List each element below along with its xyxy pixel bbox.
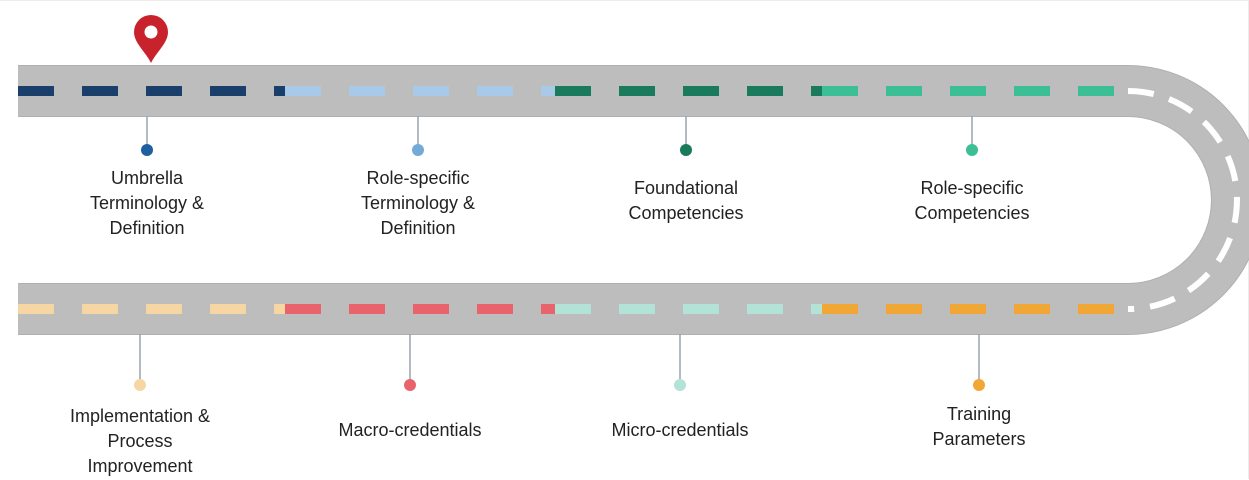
top-lane-dash-2	[683, 86, 719, 96]
bottom-lane-dash-3	[1078, 304, 1114, 314]
bottom-lane-dash-0	[210, 304, 246, 314]
stage-label-foundational-competencies: Foundational Competencies	[628, 178, 744, 223]
road	[18, 65, 1249, 335]
bottom-stage-dot-2	[674, 379, 686, 391]
stage-connectors	[134, 116, 985, 391]
bottom-stage-dot-1	[404, 379, 416, 391]
top-stage-dot-0	[141, 144, 153, 156]
bottom-lane-dash-3	[886, 304, 922, 314]
stage-label-implementation-process-improvement: Implementation & Process Improvement	[69, 406, 211, 476]
stage-label-role-specific-terminology: Role-specific Terminology & Definition	[360, 168, 476, 238]
top-lane-dash-3	[886, 86, 922, 96]
top-stage-dot-3	[966, 144, 978, 156]
curve-lane-marking	[1127, 88, 1240, 312]
bottom-lane-dash-0	[18, 304, 54, 314]
top-lane-dash-2	[619, 86, 655, 96]
bottom-lane-dash-1	[413, 304, 449, 314]
bottom-lane-dash-3	[1014, 304, 1050, 314]
top-stage-dot-1	[412, 144, 424, 156]
top-lane-dash-2	[555, 86, 591, 96]
location-pin-body	[134, 15, 168, 63]
bottom-lane-dash-3	[950, 304, 986, 314]
top-lane-dash-0	[18, 86, 54, 96]
bottom-lane-dash-2	[555, 304, 591, 314]
top-lane-dash-3	[822, 86, 858, 96]
bottom-lane-dash-2	[683, 304, 719, 314]
stage-label-micro-credentials: Micro-credentials	[611, 420, 749, 440]
bottom-lane-dash-1	[285, 304, 321, 314]
bottom-stage-dot-0	[134, 379, 146, 391]
location-pin-hole	[144, 25, 158, 39]
stage-label-role-specific-competencies: Role-specific Competencies	[914, 178, 1030, 223]
top-lane-dash-1	[349, 86, 385, 96]
bottom-lane-dash-0	[146, 304, 182, 314]
bottom-lane-dash-0	[274, 304, 285, 314]
top-lane-dash-1	[285, 86, 321, 96]
bottom-lane-dash-1	[541, 304, 555, 314]
top-lane-dash-3	[1078, 86, 1114, 96]
bottom-lane-dash-2	[747, 304, 783, 314]
top-lane-dash-2	[811, 86, 822, 96]
top-stage-dot-2	[680, 144, 692, 156]
top-lane-dash-1	[477, 86, 513, 96]
lane-markings	[18, 86, 1114, 314]
bottom-lane-dash-3	[822, 304, 858, 314]
stage-label-training-parameters: Training Parameters	[932, 404, 1026, 449]
top-lane-dash-0	[146, 86, 182, 96]
bottom-stage-dot-3	[973, 379, 985, 391]
location-pin-icon	[134, 15, 168, 63]
bottom-lane-dash-1	[477, 304, 513, 314]
bottom-lane-dash-1	[349, 304, 385, 314]
top-lane-dash-2	[747, 86, 783, 96]
top-lane-dash-0	[210, 86, 246, 96]
top-lane-dash-3	[1014, 86, 1050, 96]
bottom-lane-dash-2	[811, 304, 822, 314]
bottom-lane-dash-0	[82, 304, 118, 314]
top-lane-dash-0	[82, 86, 118, 96]
top-lane-dash-1	[413, 86, 449, 96]
top-lane-dash-0	[274, 86, 285, 96]
bottom-lane-dash-2	[619, 304, 655, 314]
top-lane-dash-1	[541, 86, 555, 96]
stage-label-macro-credentials: Macro-credentials	[338, 420, 482, 440]
top-lane-dash-3	[950, 86, 986, 96]
stage-label-umbrella-terminology: Umbrella Terminology & Definition	[89, 168, 205, 238]
